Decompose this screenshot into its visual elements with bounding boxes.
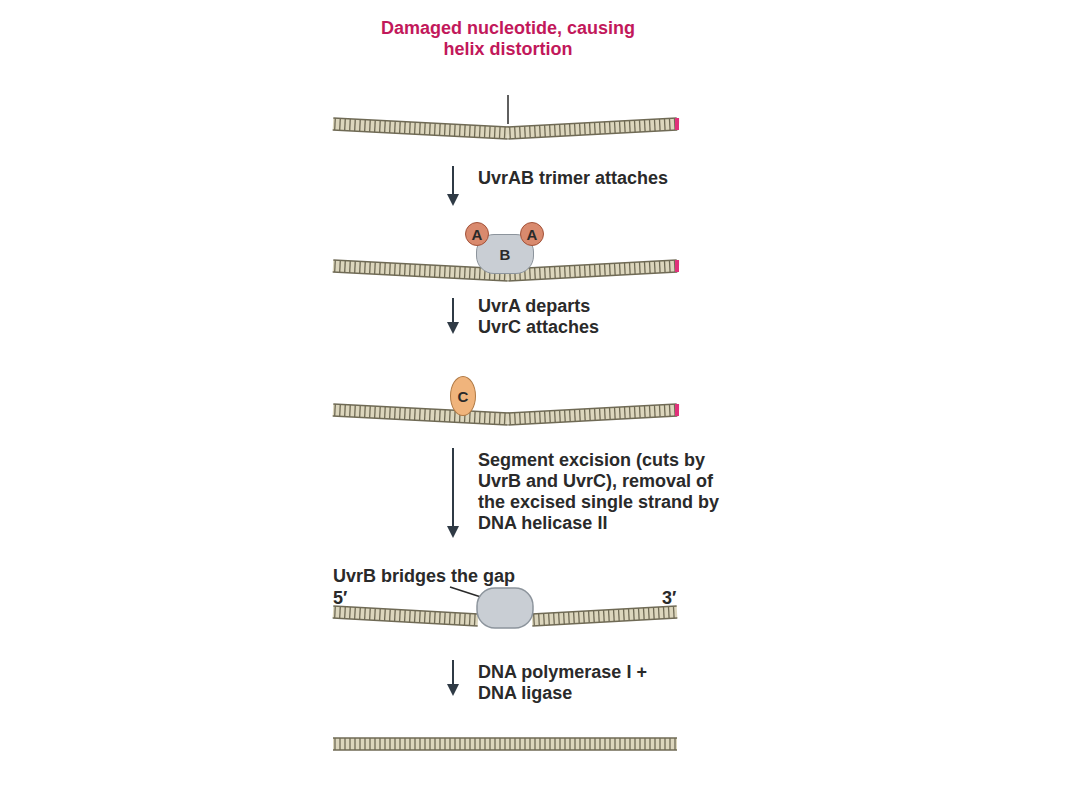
leader-line xyxy=(507,95,509,124)
step-label: Segment excision (cuts by UvrB and UvrC)… xyxy=(478,450,743,534)
strand-end-label: 3′ xyxy=(662,588,692,609)
protein-letter: B xyxy=(500,246,511,263)
dna-segment xyxy=(508,260,678,281)
protein-letter: A xyxy=(472,226,483,243)
step-label: UvrAB trimer attaches xyxy=(478,168,738,189)
dna-segment xyxy=(333,606,479,626)
uvrc-protein: C xyxy=(450,376,476,416)
uvra-protein: A xyxy=(520,222,544,246)
dna-segment xyxy=(333,118,509,139)
protein-letter: A xyxy=(527,226,538,243)
damage-callout: Damaged nucleotide, causing helix distor… xyxy=(378,18,638,60)
protein-letter: C xyxy=(458,388,469,405)
strand-end-label: 5′ xyxy=(333,588,363,609)
step-label: UvrA departs UvrC attaches xyxy=(478,296,618,338)
step-arrows xyxy=(447,166,459,696)
dna-segment xyxy=(508,118,678,139)
dna-segment xyxy=(508,404,678,425)
step-label: DNA polymerase I + DNA ligase xyxy=(478,662,648,704)
dna-segment xyxy=(333,404,509,425)
dna-segment xyxy=(333,738,677,750)
uvrb-blob xyxy=(477,588,533,628)
dna-strands xyxy=(333,118,678,750)
uvra-protein: A xyxy=(465,222,489,246)
step-label: UvrB bridges the gap xyxy=(333,566,553,587)
dna-segment xyxy=(532,606,678,626)
